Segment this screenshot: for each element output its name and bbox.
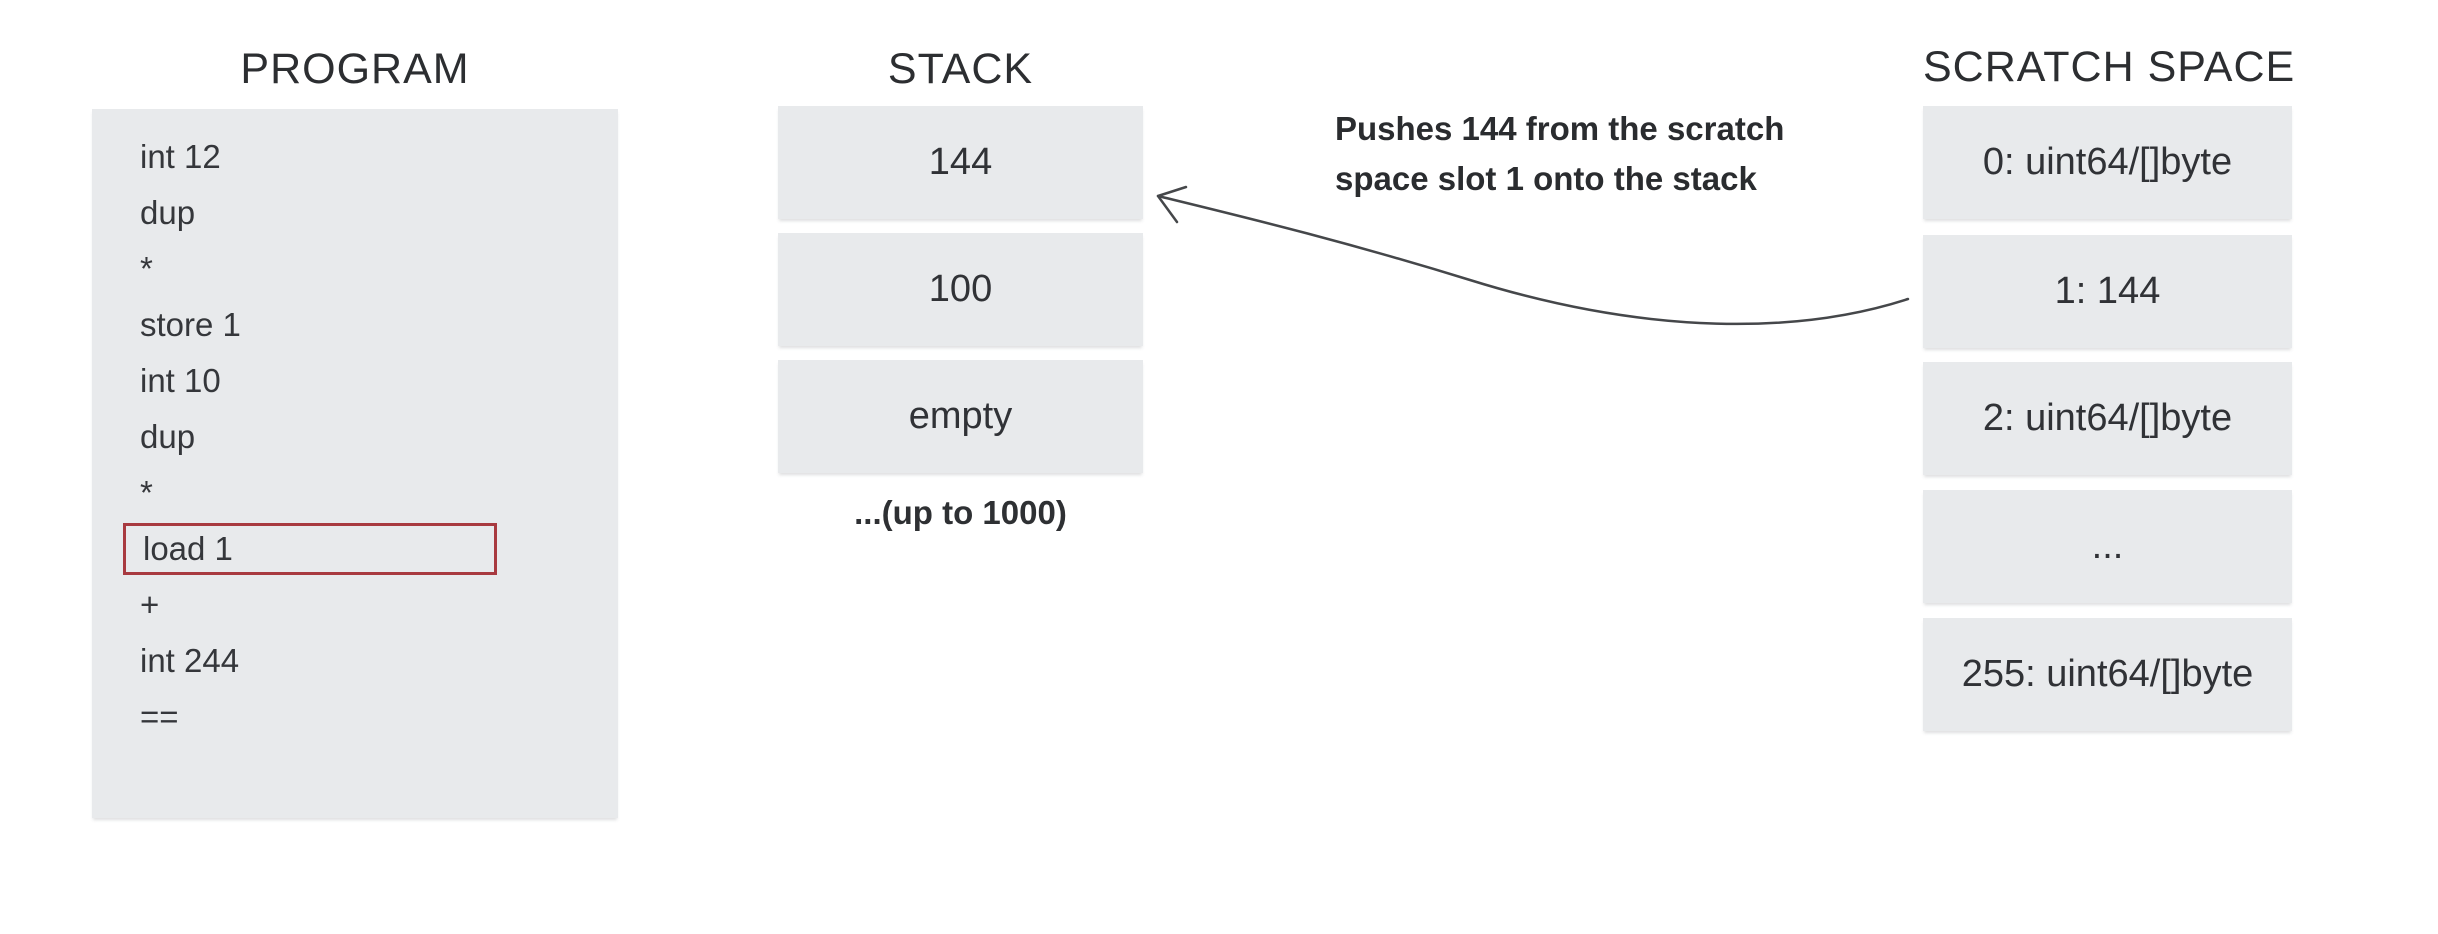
stack-slot-empty: empty — [778, 360, 1143, 473]
program-instruction-list: int 12 dup * store 1 int 10 dup * load 1… — [123, 129, 598, 745]
scratch-slot-0: 0: uint64/[]byte — [1923, 106, 2292, 219]
scratch-slot-2: 2: uint64/[]byte — [1923, 362, 2292, 475]
push-annotation-line1: Pushes 144 from the scratch — [1335, 110, 1785, 147]
scratch-slot-1: 1: 144 — [1923, 235, 2292, 348]
stack-slot-top: 144 — [778, 106, 1143, 219]
program-instruction: + — [140, 586, 160, 623]
push-arrow-head — [1156, 185, 1188, 224]
push-arrow-shaft — [1156, 194, 1910, 326]
program-instruction: == — [140, 698, 179, 735]
program-instruction: * — [140, 474, 153, 511]
program-instruction: int 10 — [140, 362, 221, 399]
scratch-space-title: SCRATCH SPACE — [1923, 43, 2296, 91]
program-instruction-highlighted: load 1 — [123, 523, 497, 575]
program-instruction: store 1 — [140, 306, 241, 343]
scratch-slot-255: 255: uint64/[]byte — [1923, 618, 2292, 731]
stack-title: STACK — [887, 45, 1034, 93]
program-instruction: int 244 — [140, 642, 240, 679]
program-instruction: * — [140, 250, 153, 287]
push-annotation-line2: space slot 1 onto the stack — [1335, 160, 1757, 197]
stack-slot: 100 — [778, 233, 1143, 346]
program-instruction: dup — [140, 194, 196, 231]
push-annotation: Pushes 144 from the scratch space slot 1… — [1335, 104, 1784, 204]
scratch-slot-ellipsis: ... — [1923, 490, 2292, 603]
program-box: int 12 dup * store 1 int 10 dup * load 1… — [92, 109, 618, 818]
program-instruction: int 12 — [140, 138, 221, 175]
stack-capacity-caption: ...(up to 1000) — [854, 494, 1067, 531]
program-title: PROGRAM — [240, 45, 470, 93]
program-instruction: dup — [140, 418, 196, 455]
